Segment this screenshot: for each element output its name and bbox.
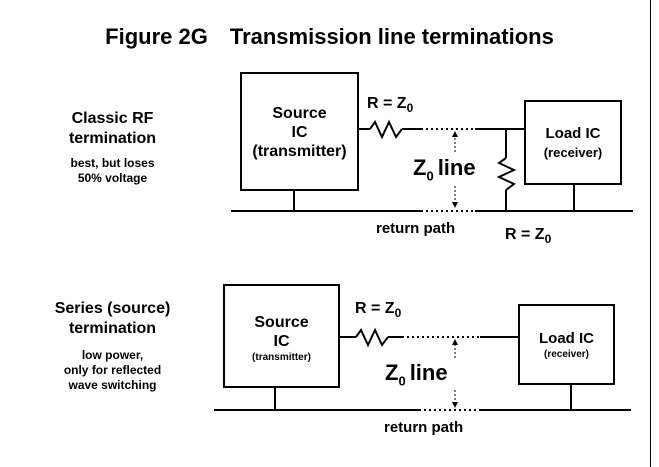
bottom-note-line3: wave switching [68,378,157,392]
top-source-ic-label: Source IC (transmitter) [241,104,358,161]
bottom-load-ic-label: Load IC (receiver) [519,329,614,361]
top-source-line3: (transmitter) [252,143,347,160]
top-series-resistor [369,119,403,140]
figure-title-text: Transmission line terminations [229,24,554,49]
bottom-return-path-label: return path [384,419,464,436]
bottom-source-line2: IC [273,333,290,350]
top-source-ic-box [240,72,359,191]
bottom-note-line2: only for reflected [63,363,162,377]
top-shunt-resistor [496,157,517,191]
bottom-source-line3: (transmitter) [252,352,311,363]
bottom-heading-line1: Series (source) [54,300,171,317]
top-load-line1: Load IC [545,125,601,142]
bottom-series-resistor [355,327,389,348]
bottom-heading-line2: termination [68,320,157,337]
top-note-line2: 50% voltage [77,171,148,185]
top-return-path-label: return path [376,220,456,237]
bottom-circuit [214,284,631,411]
bottom-note-line1: low power, [81,348,144,362]
right-border-rule [650,0,651,467]
bottom-source-line1: Source [254,314,309,331]
top-heading-line2: termination [68,130,157,147]
top-note-line1: best, but loses [70,156,155,170]
bottom-source-ic-label: Source IC (transmitter) [224,313,339,364]
top-load-line2: (receiver) [543,145,603,160]
top-note: best, but loses 50% voltage [40,156,185,186]
bottom-load-line1: Load IC [539,330,594,347]
figure-number: Figure 2G [105,24,208,49]
bottom-heading: Series (source) termination [30,299,195,339]
figure-title: Figure 2G Transmission line terminations [0,24,659,50]
top-circuit [231,72,633,212]
top-source-line2: IC [291,124,308,141]
bottom-series-r-label: R = Z0 [355,300,402,321]
top-heading-line1: Classic RF [71,110,154,127]
top-load-ic-label: Load IC (receiver) [525,124,621,162]
top-series-r-label: R = Z0 [367,95,414,116]
top-source-line1: Source [272,105,327,122]
top-heading: Classic RF termination [40,109,185,149]
bottom-load-ic-box [518,304,615,385]
bottom-load-line2: (receiver) [543,349,590,360]
bottom-note: low power, only for reflected wave switc… [30,348,195,393]
top-shunt-r-label: R = Z0 [505,226,552,247]
